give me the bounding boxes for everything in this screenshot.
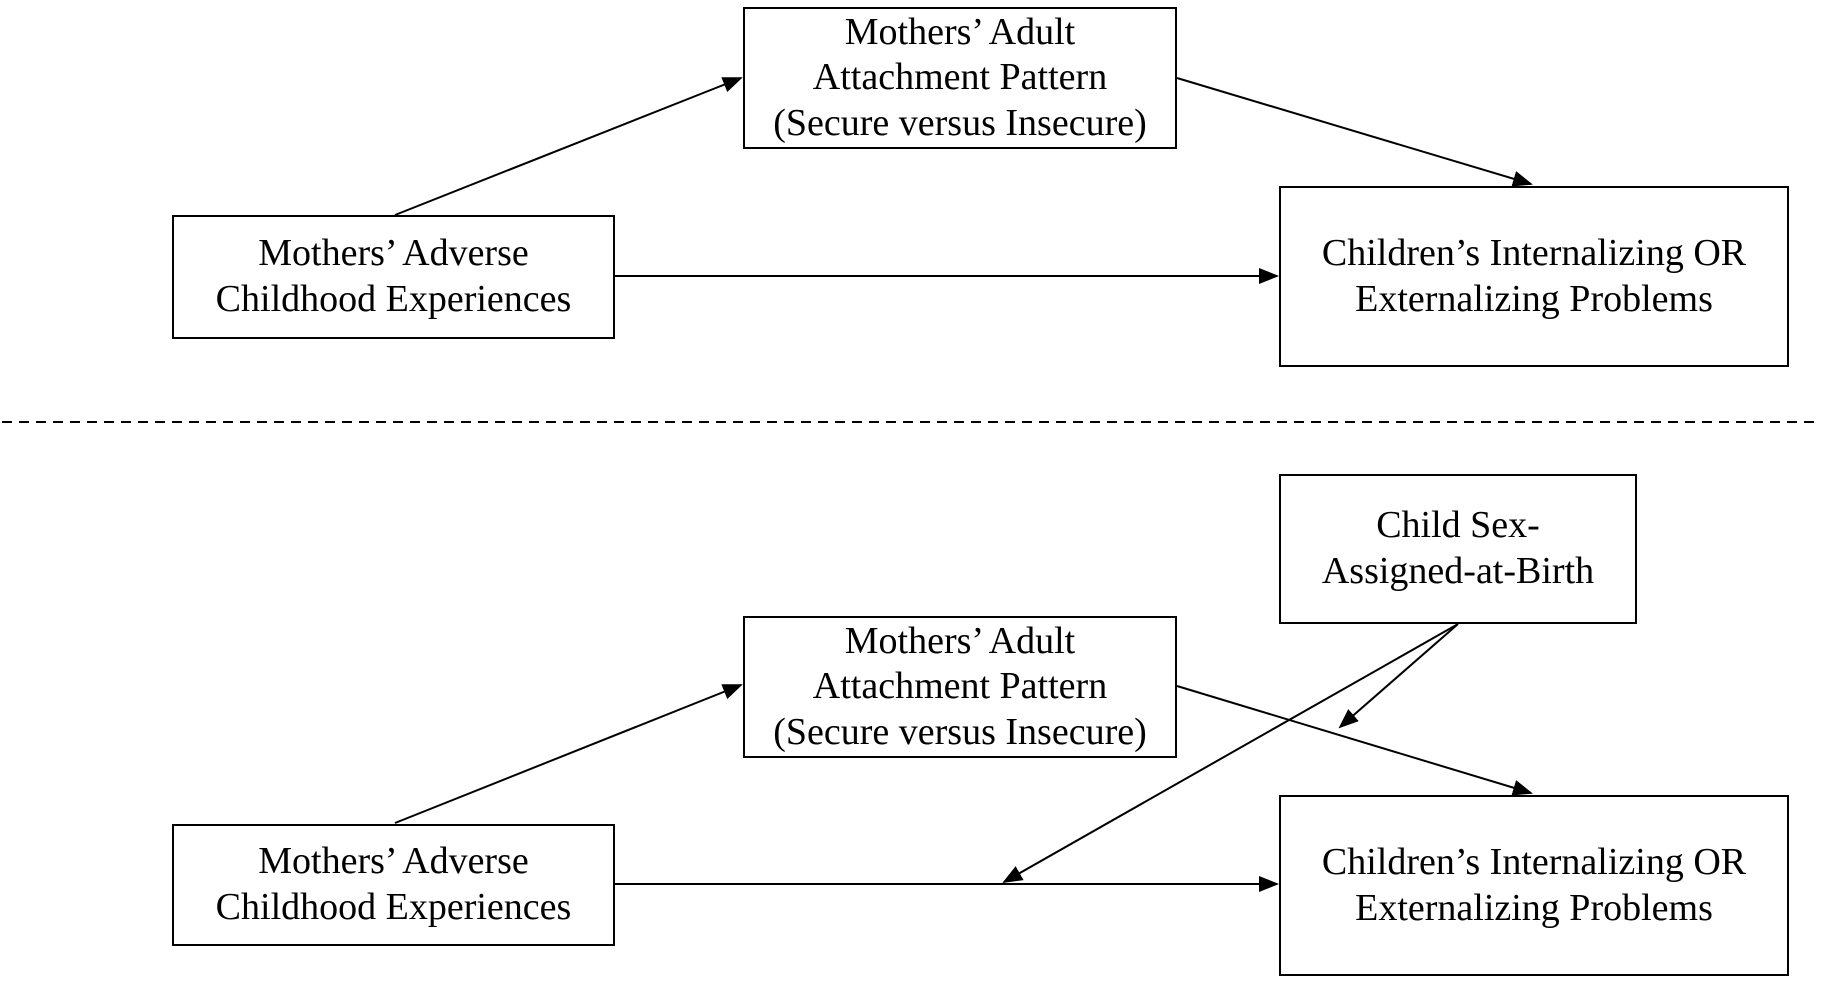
bottom-attachment-pattern-box: Mothers’ Adult Attachment Pattern (Secur… xyxy=(743,616,1177,758)
bottom-arrow-ace-to-attachment xyxy=(394,684,743,824)
bottom-children-line1: Children’s Internalizing OR xyxy=(1321,840,1747,883)
top-adverse-childhood-experiences-box: Mothers’ Adverse Childhood Experiences xyxy=(172,215,615,339)
top-children-line2: Externalizing Problems xyxy=(1355,277,1713,320)
bottom-arrow-sex-moderates-direct-path xyxy=(1002,623,1459,883)
bottom-adverse-childhood-experiences-box: Mothers’ Adverse Childhood Experiences xyxy=(172,824,615,946)
top-ace-line1: Mothers’ Adverse xyxy=(258,232,529,275)
bottom-ace-line2: Childhood Experiences xyxy=(215,886,572,928)
bottom-children-line2: Externalizing Problems xyxy=(1355,886,1713,929)
top-children-problems-box: Children’s Internalizing OR Externalizin… xyxy=(1279,186,1789,367)
bottom-attachment-line3: (Secure versus Insecure) xyxy=(773,710,1147,753)
bottom-sex-line1: Child Sex- xyxy=(1376,504,1540,547)
top-children-line1: Children’s Internalizing OR xyxy=(1321,231,1747,274)
top-ace-line2: Childhood Experiences xyxy=(215,278,572,320)
bottom-arrow-attachment-to-children xyxy=(1176,685,1533,796)
top-attachment-pattern-box: Mothers’ Adult Attachment Pattern (Secur… xyxy=(743,7,1177,149)
top-arrow-ace-to-attachment xyxy=(394,77,743,216)
top-arrow-attachment-to-children xyxy=(1176,77,1533,187)
bottom-sex-line2: Assigned-at-Birth xyxy=(1321,550,1595,592)
bottom-ace-line1: Mothers’ Adverse xyxy=(258,840,529,883)
bottom-attachment-line2: Attachment Pattern xyxy=(812,665,1108,708)
top-attachment-line3: (Secure versus Insecure) xyxy=(773,101,1147,144)
bottom-attachment-line1: Mothers’ Adult xyxy=(844,619,1076,662)
bottom-arrow-sex-moderates-indirect-path xyxy=(1338,623,1459,729)
bottom-child-sex-box: Child Sex- Assigned-at-Birth xyxy=(1279,474,1637,624)
bottom-children-problems-box: Children’s Internalizing OR Externalizin… xyxy=(1279,795,1789,976)
top-attachment-line1: Mothers’ Adult xyxy=(844,10,1076,53)
top-attachment-line2: Attachment Pattern xyxy=(812,56,1108,99)
